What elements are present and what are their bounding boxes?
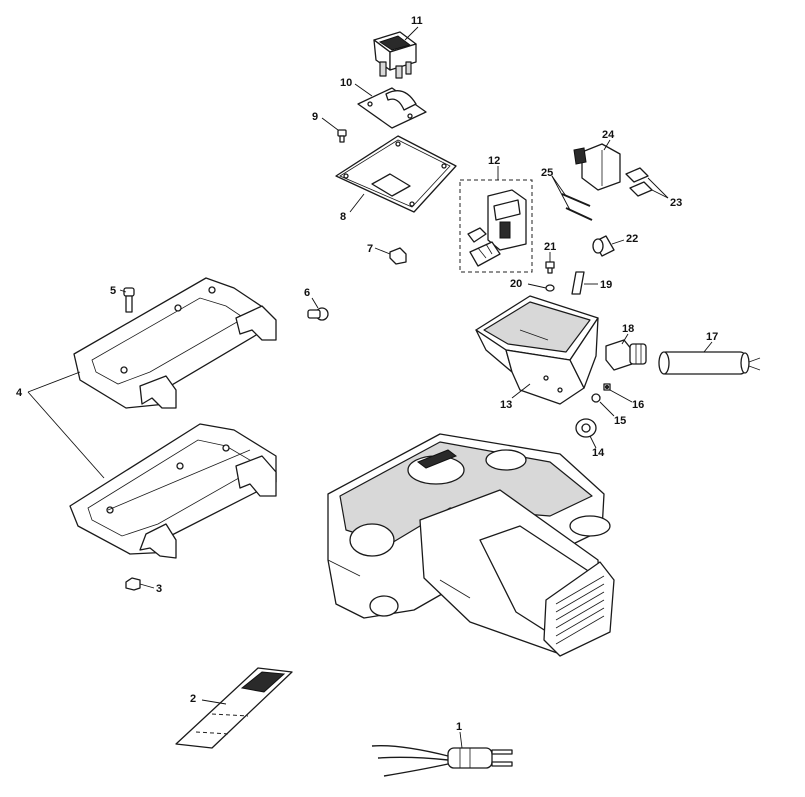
leader-23a [647, 177, 669, 199]
callout-19: 19 [600, 279, 612, 291]
callout-1: 1 [456, 721, 462, 733]
part-6-pin [307, 307, 329, 321]
callout-9: 9 [312, 111, 318, 123]
leader-20 [527, 283, 547, 289]
motor-grille-vents [555, 575, 605, 645]
callout-24: 24 [602, 129, 615, 141]
callout-13: 13 [500, 399, 512, 411]
part-20-washer [545, 284, 555, 292]
part-13-switch-box [475, 295, 599, 405]
part-9-screw [337, 129, 347, 143]
part-3-nut [125, 577, 141, 591]
callout-12: 12 [488, 155, 500, 167]
leader-1 [459, 731, 463, 749]
callout-18: 18 [622, 323, 634, 335]
part-17-cord-sleeve [658, 351, 761, 375]
leader-15 [599, 401, 615, 417]
part-1-power-cord [371, 745, 513, 777]
callout-2: 2 [190, 693, 196, 705]
callout-4: 4 [16, 387, 23, 399]
part-4-base-frame-lower [69, 423, 277, 559]
part-24-circuit-breaker [573, 143, 621, 191]
callout-21: 21 [544, 241, 556, 253]
part-14-bushing [575, 418, 597, 438]
leader-4a [27, 371, 81, 393]
leader-5 [119, 289, 127, 293]
callout-22: 22 [626, 233, 638, 245]
callout-6: 6 [304, 287, 310, 299]
leader-11 [404, 26, 419, 41]
callout-20: 20 [510, 278, 522, 290]
callout-14: 14 [592, 447, 605, 459]
leader-4b [27, 391, 105, 479]
callout-7: 7 [367, 243, 373, 255]
part-5-bolt [123, 287, 135, 313]
part-15-washer [591, 393, 601, 403]
part-10-switch-plate [357, 87, 427, 129]
leader-9 [321, 117, 339, 131]
leader-18 [621, 333, 629, 345]
callout-17: 17 [706, 331, 718, 343]
part-7-clip [389, 247, 407, 265]
part-11-rocker-switch [373, 31, 417, 79]
leader-3 [139, 583, 155, 589]
callout-25: 25 [541, 167, 553, 179]
leader-8 [349, 193, 365, 213]
callout-5: 5 [110, 285, 116, 297]
part-22-grommet [592, 235, 615, 257]
callout-23: 23 [670, 197, 682, 209]
part-16-screw [603, 383, 611, 391]
leader-24 [603, 139, 611, 151]
leader-22 [611, 239, 625, 245]
callout-11: 11 [411, 15, 423, 27]
part-25-wire-leads [561, 193, 593, 221]
part-8-cover-plate [335, 135, 457, 213]
leader-25b [551, 175, 571, 211]
callout-3: 3 [156, 583, 162, 595]
callout-8: 8 [340, 211, 346, 223]
part-21-screw [545, 261, 555, 274]
leader-7 [374, 247, 391, 255]
leader-10 [354, 83, 373, 97]
leader-14 [589, 435, 597, 449]
leader-16 [609, 389, 633, 403]
leader-13 [511, 383, 531, 399]
leader-23b [651, 189, 669, 199]
leader-25a [551, 175, 567, 197]
callout-16: 16 [632, 399, 644, 411]
part-4-base-frame-upper [73, 277, 277, 409]
part-19-clip [571, 271, 585, 295]
part-12-terminal-block [459, 179, 533, 273]
part-18-fitting [605, 339, 647, 371]
part-23-terminals [625, 167, 653, 197]
callout-10: 10 [340, 77, 352, 89]
part-2-label [175, 667, 293, 749]
leader-6 [311, 297, 319, 309]
callout-15: 15 [614, 415, 626, 427]
motor-pump-assembly [327, 433, 615, 657]
leader-2 [201, 699, 227, 705]
leader-17 [703, 341, 713, 353]
